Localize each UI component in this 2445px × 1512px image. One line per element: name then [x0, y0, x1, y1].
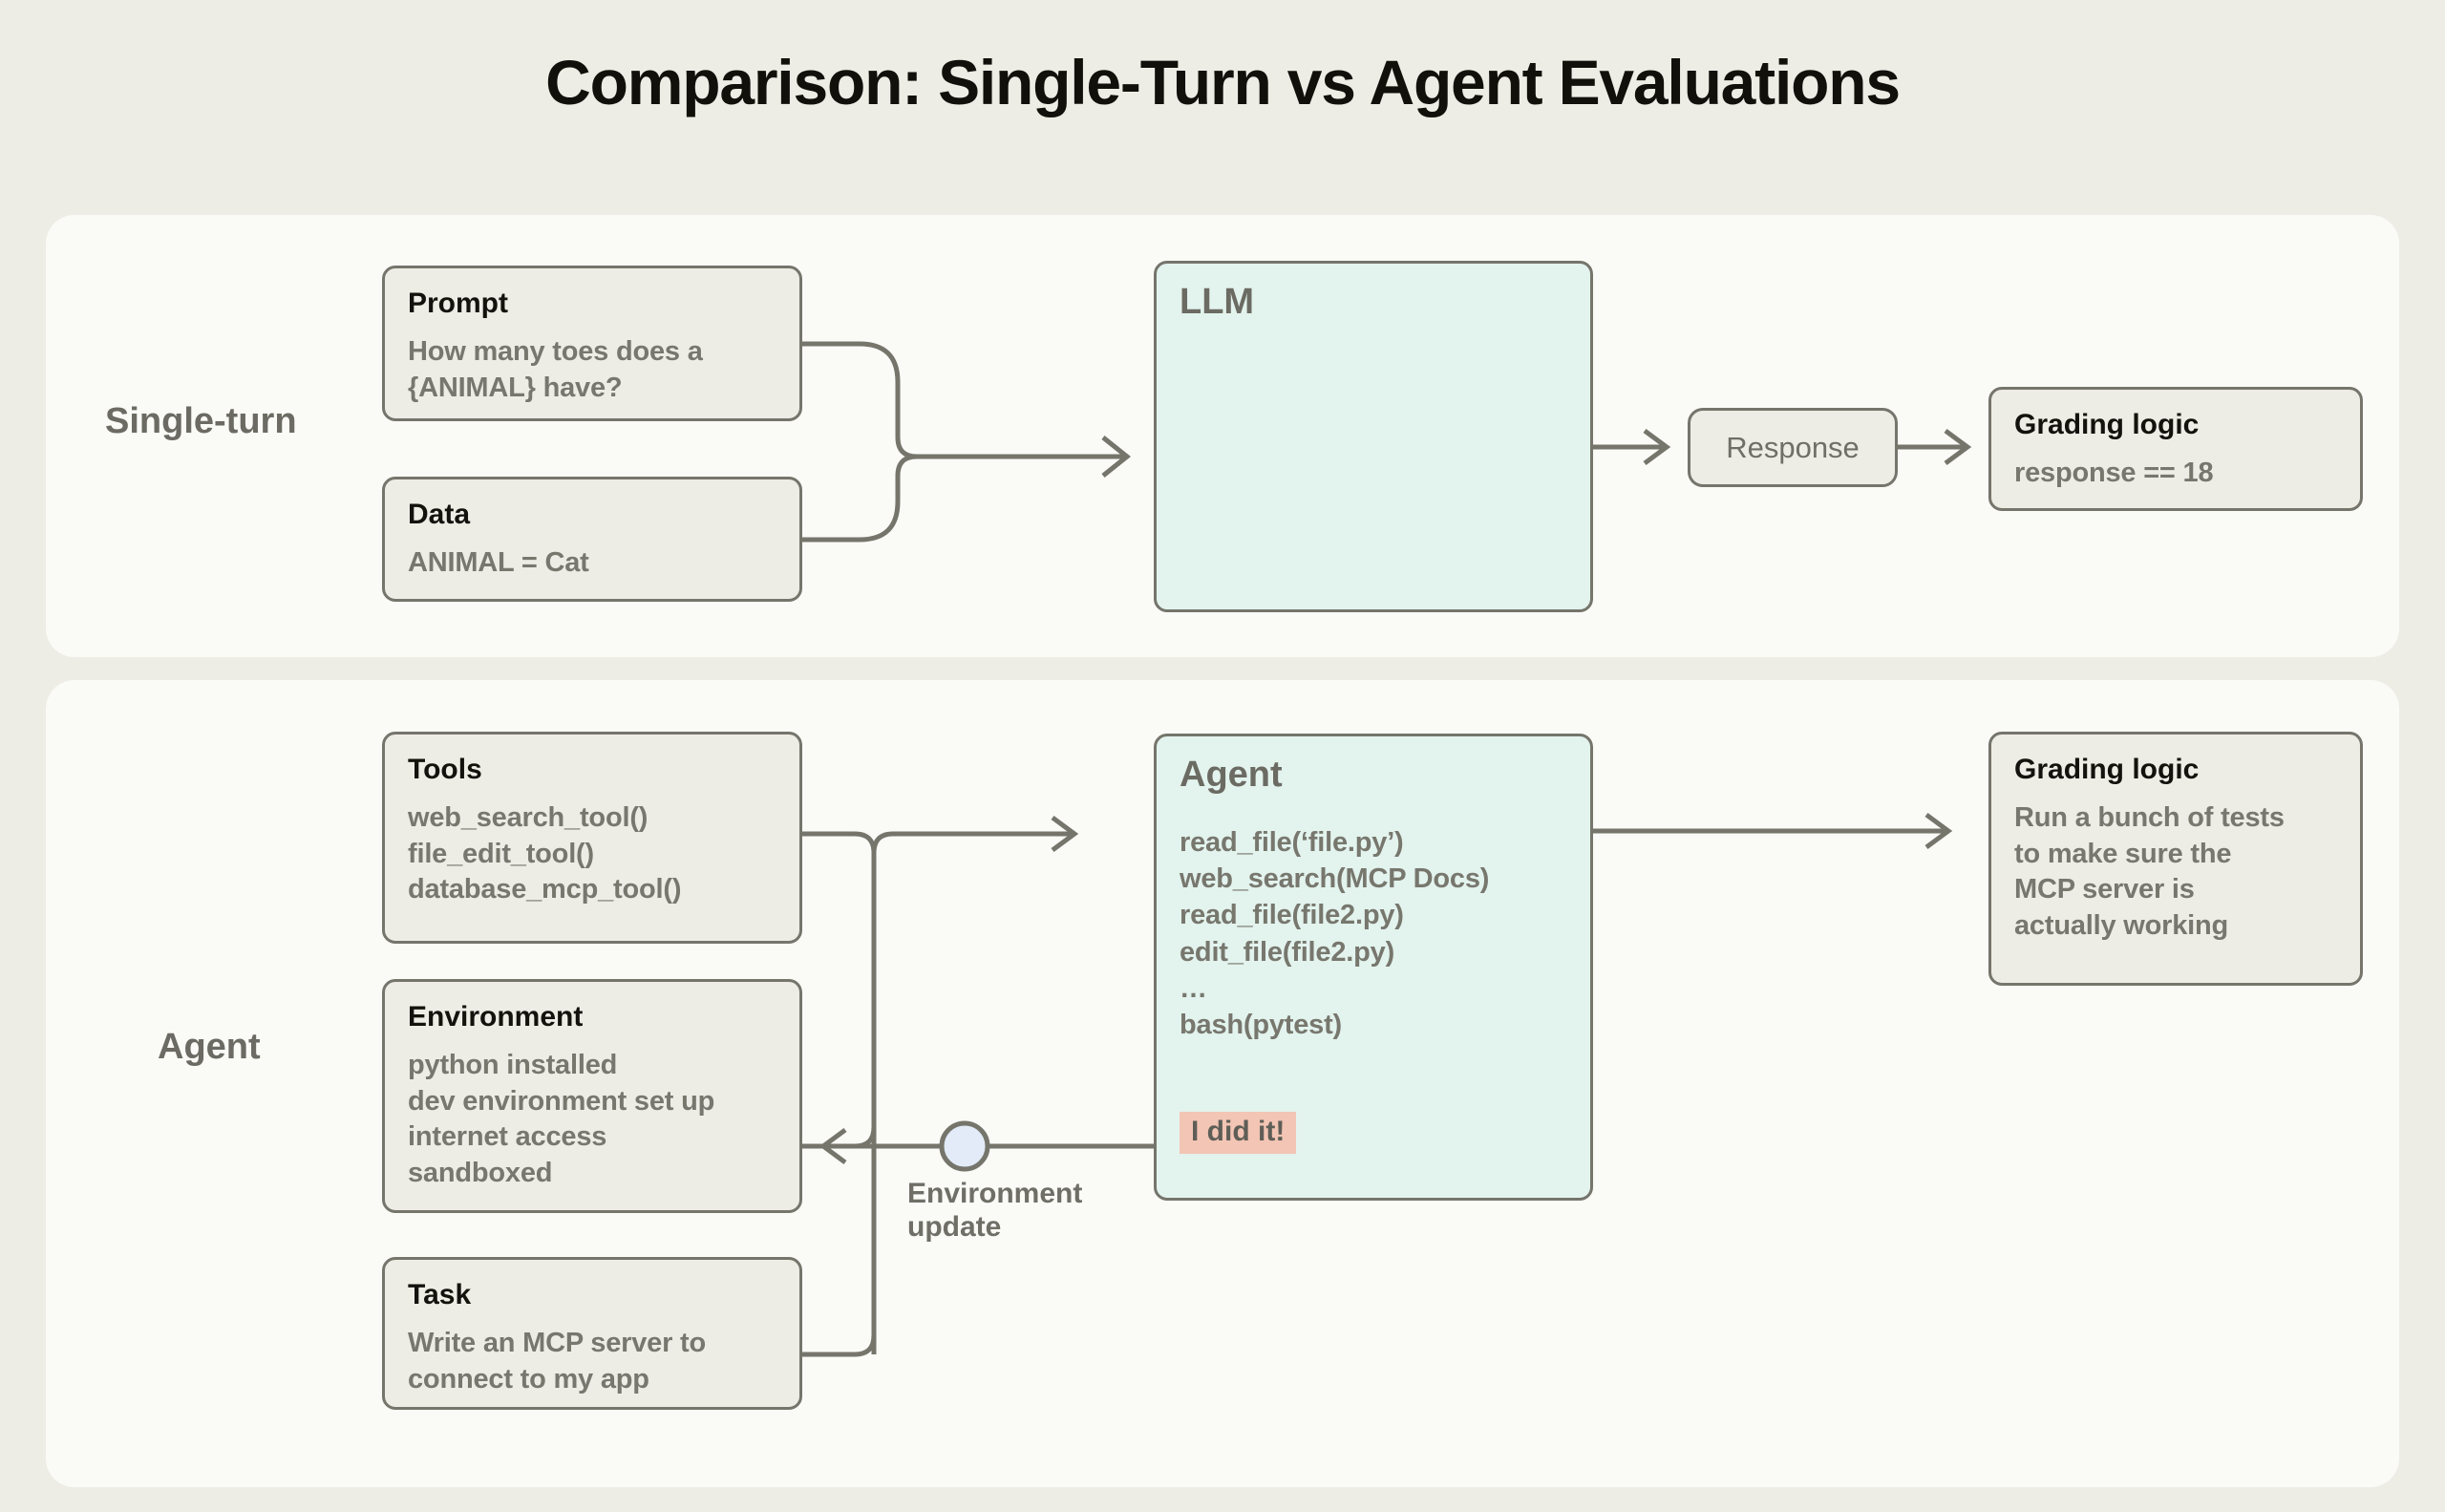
row-label-agent: Agent	[158, 1027, 261, 1067]
grading-logic-single-turn-body: response == 18	[2014, 458, 2214, 488]
grading-logic-single-turn-title: Grading logic	[2014, 409, 2200, 440]
tools-card-title: Tools	[408, 754, 482, 785]
page-title: Comparison: Single-Turn vs Agent Evaluat…	[545, 47, 1901, 117]
response-card-label: Response	[1726, 430, 1860, 464]
grading-logic-agent-body: Run a bunch of tests to make sure the MC…	[2014, 802, 2285, 942]
agent-card[interactable]: Agent read_file(‘file.py’) web_search(MC…	[1154, 734, 1593, 1201]
grading-logic-agent-card[interactable]: Grading logic Run a bunch of tests to ma…	[1988, 732, 2363, 986]
data-card[interactable]: Data ANIMAL = Cat	[382, 477, 802, 602]
prompt-card-body: How many toes does a {ANIMAL} have?	[408, 336, 703, 403]
row-label-single-turn: Single-turn	[105, 401, 297, 441]
environment-card-title: Environment	[408, 1001, 584, 1033]
agent-tool-call-list: read_file(‘file.py’) web_search(MCP Docs…	[1180, 826, 1490, 1041]
data-card-body: ANIMAL = Cat	[408, 547, 589, 578]
response-card[interactable]: Response	[1688, 408, 1898, 487]
llm-card-title: LLM	[1180, 282, 1255, 322]
environment-update-label: Environment update	[907, 1178, 1083, 1244]
environment-card-body: python installed dev environment set up …	[408, 1050, 715, 1189]
grading-logic-agent-title: Grading logic	[2014, 754, 2200, 785]
tools-card-body: web_search_tool() file_edit_tool() datab…	[408, 802, 682, 905]
agent-success-badge: I did it!	[1180, 1112, 1297, 1154]
tools-card[interactable]: Tools web_search_tool() file_edit_tool()…	[382, 732, 802, 944]
data-card-title: Data	[408, 499, 471, 530]
task-card[interactable]: Task Write an MCP server to connect to m…	[382, 1257, 802, 1410]
task-card-body: Write an MCP server to connect to my app	[408, 1328, 707, 1395]
llm-card[interactable]: LLM	[1154, 261, 1593, 612]
agent-card-title: Agent	[1180, 755, 1283, 795]
prompt-card-title: Prompt	[408, 287, 508, 319]
grading-logic-single-turn-card[interactable]: Grading logic response == 18	[1988, 387, 2363, 511]
prompt-card[interactable]: Prompt How many toes does a {ANIMAL} hav…	[382, 266, 802, 421]
environment-card[interactable]: Environment python installed dev environ…	[382, 979, 802, 1213]
task-card-title: Task	[408, 1279, 472, 1310]
